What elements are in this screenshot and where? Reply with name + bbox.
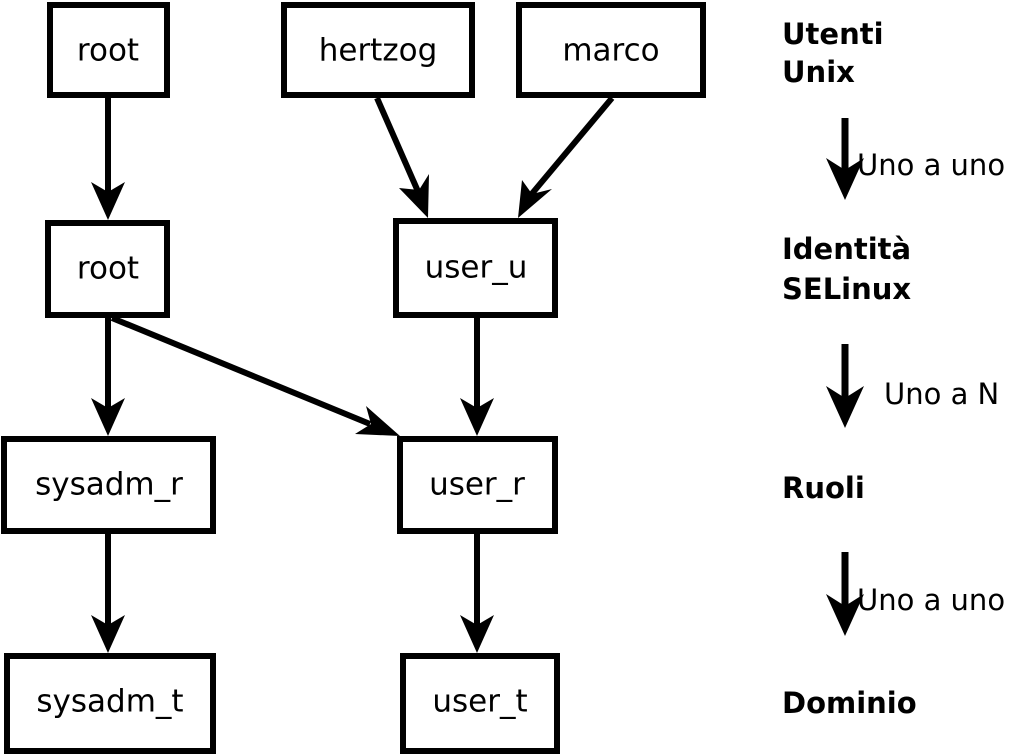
transition-identity-to-roles-label: Uno a N: [884, 377, 999, 411]
level-utenti-unix-line2: Unix: [782, 55, 855, 89]
transition-roles-to-domain: Uno a uno: [826, 552, 1005, 636]
level-dominio: Dominio: [782, 686, 917, 720]
edge-sel-root-to-sysadm-r: [91, 318, 125, 436]
level-utenti-unix-line1: Utenti: [782, 17, 884, 51]
transition-unix-to-identity-label: Uno a uno: [857, 148, 1005, 182]
node-unix-hertzog-label: hertzog: [319, 33, 438, 69]
node-unix-hertzog[interactable]: hertzog: [281, 2, 475, 98]
arrow-down-icon: [826, 158, 864, 200]
transition-unix-to-identity: Uno a uno: [826, 118, 1005, 200]
edge-layer: [91, 96, 615, 653]
edge-sysadm-r-to-sysadm-t: [91, 534, 125, 653]
edge-user-r-to-user-t: [460, 534, 494, 653]
edge-hertzog-to-user-u: [374, 96, 429, 218]
node-domain-user-t[interactable]: user_t: [400, 653, 560, 754]
node-domain-sysadm-t-label: sysadm_t: [36, 684, 183, 720]
level-ruoli-line1: Ruoli: [782, 471, 865, 505]
node-role-user-r-label: user_r: [429, 467, 525, 503]
node-domain-sysadm-t[interactable]: sysadm_t: [4, 653, 216, 754]
legend-column: Utenti Unix Uno a uno Identità SELinux U…: [782, 17, 1005, 720]
node-domain-user-t-label: user_t: [432, 684, 527, 720]
level-dominio-line1: Dominio: [782, 686, 917, 720]
arrow-down-icon: [826, 594, 864, 636]
node-unix-root[interactable]: root: [47, 2, 170, 98]
level-ruoli: Ruoli: [782, 471, 865, 505]
node-role-sysadm-r-label: sysadm_r: [35, 467, 183, 503]
edge-unix-root-to-sel-root: [91, 98, 125, 220]
level-identita-selinux-line2: SELinux: [782, 272, 911, 306]
node-unix-root-label: root: [77, 33, 139, 69]
transition-identity-to-roles: Uno a N: [826, 344, 999, 428]
node-role-user-r[interactable]: user_r: [397, 436, 558, 534]
node-selinux-root[interactable]: root: [45, 220, 170, 318]
edge-user-u-to-user-r: [460, 318, 494, 436]
level-identita-selinux-line1: Identità: [782, 232, 911, 266]
node-selinux-user-u[interactable]: user_u: [393, 218, 558, 318]
level-identita-selinux: Identità SELinux: [782, 232, 911, 306]
level-utenti-unix: Utenti Unix: [782, 17, 884, 89]
edge-sel-root-to-user-r: [110, 315, 400, 436]
node-unix-marco[interactable]: marco: [516, 2, 706, 98]
node-layer: root hertzog marco root user_u sysadm_r: [1, 2, 706, 754]
arrow-down-icon: [826, 386, 864, 428]
node-selinux-user-u-label: user_u: [425, 250, 528, 286]
transition-roles-to-domain-label: Uno a uno: [857, 583, 1005, 617]
node-unix-marco-label: marco: [562, 33, 659, 69]
node-role-sysadm-r[interactable]: sysadm_r: [1, 436, 216, 534]
node-selinux-root-label: root: [77, 251, 139, 287]
edge-marco-to-user-u: [518, 96, 615, 218]
